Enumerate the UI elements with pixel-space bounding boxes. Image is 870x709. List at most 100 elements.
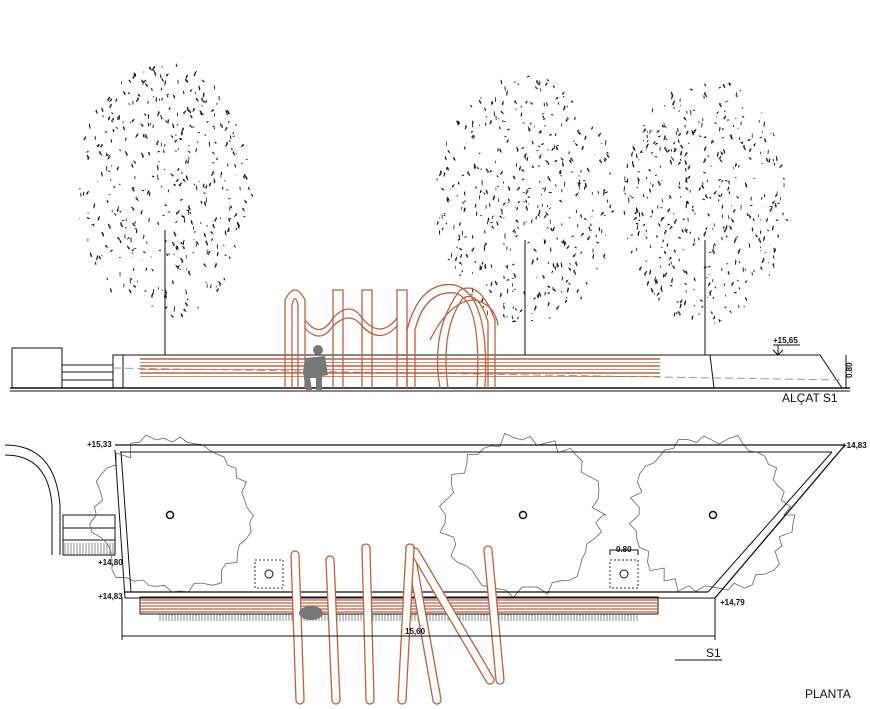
leaf	[502, 181, 505, 184]
leaf	[656, 234, 658, 238]
leaf	[718, 126, 721, 132]
leaf	[727, 270, 730, 276]
leaf	[640, 149, 643, 154]
level-top-right: +14,83	[842, 441, 867, 450]
leaf	[713, 243, 717, 247]
leaf	[461, 270, 464, 273]
leaf	[185, 74, 189, 79]
plan-tree-pits	[165, 510, 718, 520]
leaf	[451, 183, 456, 188]
leaf	[723, 110, 726, 112]
leaf	[742, 115, 745, 119]
leaf	[720, 268, 723, 271]
leaf	[499, 292, 502, 298]
leaf	[507, 198, 510, 202]
leaf	[646, 139, 649, 143]
leaf	[693, 305, 696, 307]
leaf	[244, 175, 248, 180]
leaf	[164, 80, 167, 86]
leaf	[650, 287, 654, 293]
leaf	[506, 90, 508, 96]
leaf	[463, 191, 466, 196]
leaf	[571, 235, 574, 237]
leaf	[644, 270, 648, 276]
leaf	[649, 188, 652, 193]
leaf	[227, 228, 230, 233]
leaf	[148, 191, 151, 197]
leaf	[732, 208, 736, 213]
leaf	[211, 238, 214, 242]
leaf	[721, 236, 723, 241]
leaf	[553, 84, 555, 89]
leaf	[539, 80, 541, 86]
leaf	[561, 161, 564, 168]
leaf	[443, 214, 446, 217]
leaf	[609, 204, 612, 209]
leaf	[552, 226, 555, 232]
leaf	[440, 187, 445, 191]
leaf	[542, 118, 546, 120]
leaf	[167, 119, 170, 123]
leaf	[80, 192, 82, 197]
leaf	[685, 270, 688, 275]
leaf	[86, 154, 90, 160]
leaf	[507, 186, 511, 191]
leaf	[684, 124, 686, 128]
leaf	[721, 127, 724, 131]
leaf	[199, 110, 203, 116]
leaf	[445, 167, 448, 171]
leaf	[185, 159, 187, 165]
leaf	[181, 245, 185, 250]
leaf	[677, 127, 679, 133]
leaf	[181, 127, 184, 133]
leaf	[89, 252, 93, 258]
leaf	[547, 285, 551, 288]
leaf	[652, 183, 654, 188]
leaf	[97, 143, 100, 148]
log-outline	[325, 555, 341, 705]
leaf	[501, 101, 504, 106]
leaf	[680, 299, 683, 304]
leaf	[504, 135, 507, 138]
leaf	[596, 241, 599, 244]
leaf	[704, 83, 707, 87]
leaf	[131, 206, 135, 211]
leaf	[119, 210, 122, 213]
leaf	[727, 186, 730, 191]
leaf	[143, 113, 147, 116]
leaf	[670, 91, 673, 96]
leaf	[603, 158, 606, 162]
leaf	[464, 236, 467, 238]
leaf	[679, 303, 682, 309]
leaf	[682, 269, 686, 274]
leaf	[684, 282, 688, 285]
leaf	[580, 232, 584, 237]
leaf	[668, 256, 672, 261]
leaf	[563, 105, 566, 111]
section-mark: S1	[675, 646, 722, 661]
leaf	[668, 263, 671, 267]
leaf	[234, 163, 237, 168]
leaf	[206, 121, 209, 123]
leaf	[562, 96, 565, 98]
leaf	[551, 147, 554, 152]
leaf	[565, 117, 569, 122]
leaf	[729, 134, 734, 140]
leaf	[494, 280, 498, 286]
leaf	[457, 238, 461, 241]
leaf	[560, 262, 563, 268]
leaf	[148, 217, 150, 223]
leaf	[474, 260, 477, 264]
leaf	[744, 182, 748, 188]
leaf	[531, 140, 534, 145]
leaf	[577, 223, 579, 228]
leaf	[160, 87, 163, 91]
leaf	[720, 151, 724, 156]
leaf	[692, 242, 696, 246]
leaf	[544, 186, 546, 192]
leaf	[194, 230, 196, 234]
leaf	[586, 167, 590, 172]
leaf	[709, 289, 713, 294]
leaf	[485, 189, 488, 195]
leaf	[539, 180, 541, 184]
